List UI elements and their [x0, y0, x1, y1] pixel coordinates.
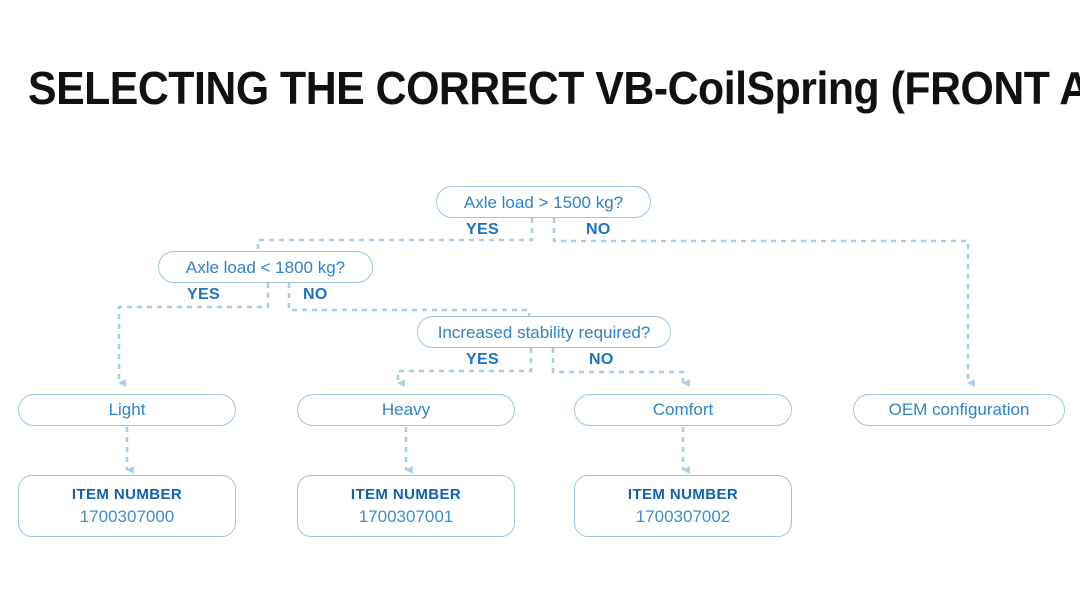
branch-label-d1-yes: YES [466, 221, 499, 238]
result-box-comfort[interactable]: Comfort [574, 394, 792, 426]
branch-label-d2-no: NO [303, 286, 328, 303]
branch-label-d2-yes: YES [187, 286, 220, 303]
result-box-oem-configuration[interactable]: OEM configuration [853, 394, 1065, 426]
edge-d3-yes [396, 348, 533, 387]
edge-d3-no [551, 348, 690, 387]
item-number-value: 1700307002 [635, 506, 731, 526]
decision-node-increased-stability[interactable]: Increased stability required? [417, 316, 671, 348]
decision-node-axle-load-1500[interactable]: Axle load > 1500 kg? [436, 186, 651, 218]
decision-node-axle-load-1800[interactable]: Axle load < 1800 kg? [158, 251, 373, 283]
branch-label-d3-yes: YES [466, 351, 499, 368]
item-number-box-light[interactable]: ITEM NUMBER 1700307000 [18, 475, 236, 537]
page-title: SELECTING THE CORRECT VB-CoilSpring (FRO… [28, 62, 1080, 114]
item-number-value: 1700307001 [358, 506, 454, 526]
edge-d1-no [552, 218, 975, 387]
item-number-box-heavy[interactable]: ITEM NUMBER 1700307001 [297, 475, 515, 537]
item-number-label: ITEM NUMBER [627, 485, 739, 503]
item-number-label: ITEM NUMBER [71, 485, 183, 503]
item-number-value: 1700307000 [79, 506, 175, 526]
item-number-box-comfort[interactable]: ITEM NUMBER 1700307002 [574, 475, 792, 537]
result-box-heavy[interactable]: Heavy [297, 394, 515, 426]
branch-label-d3-no: NO [589, 351, 614, 368]
result-box-light[interactable]: Light [18, 394, 236, 426]
item-number-label: ITEM NUMBER [350, 485, 462, 503]
branch-label-d1-no: NO [586, 221, 611, 238]
